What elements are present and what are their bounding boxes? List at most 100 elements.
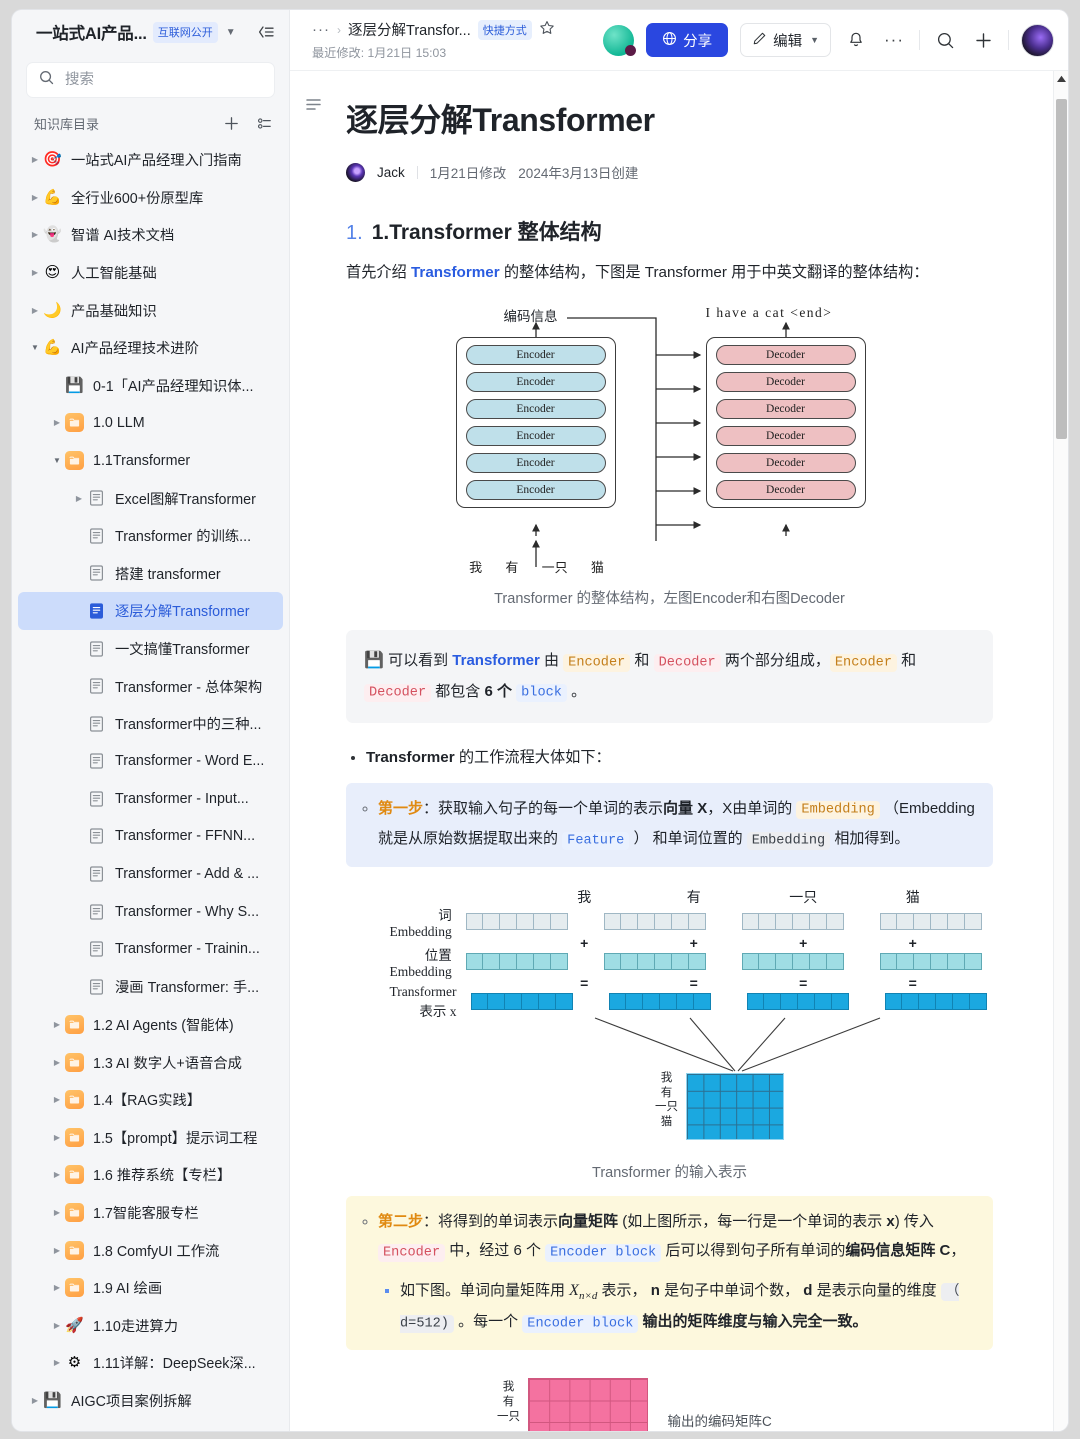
code-encoder-3: Encoder — [378, 1243, 446, 1262]
tree-item[interactable]: ▼1.1Transformer — [18, 442, 283, 480]
document-icon — [86, 488, 107, 509]
chevron-right-icon[interactable]: ▶ — [53, 1245, 61, 1255]
sub-c: 是句子中单词个数， — [659, 1281, 804, 1299]
tree-item[interactable]: Transformer - 总体架构 — [18, 667, 283, 705]
share-button[interactable]: 分享 — [646, 23, 729, 57]
chevron-right-icon[interactable]: ▶ — [53, 1283, 61, 1293]
scroll-up-arrow-icon[interactable] — [1054, 75, 1068, 83]
tree-item[interactable]: Transformer中的三种... — [18, 705, 283, 743]
chevron-right-icon[interactable]: ▶ — [31, 230, 39, 240]
chevron-right-icon[interactable]: ▶ — [31, 305, 39, 315]
edit-button[interactable]: 编辑 ▼ — [740, 23, 831, 57]
tree-item[interactable]: ▶1.4【RAG实践】 — [18, 1081, 283, 1119]
step2-matrix: 向量矩阵 — [558, 1212, 619, 1230]
tree-item[interactable]: Transformer - Add & ... — [18, 855, 283, 893]
tree-item[interactable]: ▼💪AI产品经理技术进阶 — [18, 329, 283, 367]
transformer-link[interactable]: Transformer — [410, 264, 500, 281]
transformer-x-row: Transformer 表示 x — [390, 984, 987, 1019]
operator-symbol: = — [689, 974, 698, 991]
tree-item[interactable]: ▶🎯一站式AI产品经理入门指南 — [18, 141, 283, 179]
tree-item[interactable]: 一文搞懂Transformer — [18, 630, 283, 668]
chevron-right-icon[interactable]: ▶ — [53, 1320, 61, 1330]
callout-transformer: Transformer — [452, 652, 540, 670]
operator-symbol: + — [689, 934, 698, 951]
add-icon[interactable] — [223, 115, 240, 132]
chevron-down-icon[interactable]: ▼ — [31, 343, 39, 353]
favorite-star-icon[interactable] — [539, 20, 555, 40]
tree-item[interactable]: 💾0-1「AI产品经理知识体... — [18, 367, 283, 405]
collapse-sidebar-icon[interactable] — [257, 24, 275, 40]
tree-item[interactable]: Transformer - Input... — [18, 780, 283, 818]
tree-item-label: 1.10走进算力 — [93, 1318, 179, 1335]
tree-item[interactable]: ▶1.0 LLM — [18, 404, 283, 442]
notifications-bell-icon[interactable] — [843, 27, 869, 53]
fig2-connectors — [594, 1017, 880, 1072]
breadcrumb-current[interactable]: 逐层分解Transfor... — [348, 23, 471, 39]
tree-item[interactable]: ▶ 1.3 AI 数字人+语音合成 — [18, 1043, 283, 1081]
chevron-right-icon[interactable]: ▶ — [53, 1132, 61, 1142]
step1-c: ，X由单词的 — [707, 799, 797, 817]
workflow-lead-rest: 的工作流程大体如下： — [454, 749, 611, 767]
input-word: 有 — [505, 560, 519, 576]
chevron-right-icon[interactable]: ▶ — [53, 1170, 61, 1180]
breadcrumb-overflow[interactable]: ··· — [312, 21, 330, 38]
tree-item[interactable]: ▶💪全行业600+份原型库 — [18, 179, 283, 217]
chevron-right-icon[interactable]: ▶ — [31, 268, 39, 278]
user-avatar[interactable] — [1021, 23, 1054, 57]
embedding-vector — [608, 993, 711, 1011]
chevron-right-icon[interactable]: ▶ — [53, 1095, 61, 1105]
tree-item[interactable]: Transformer 的训练... — [18, 517, 283, 555]
tree-item[interactable]: ▶1.9 AI 绘画 — [18, 1269, 283, 1307]
tree-item[interactable]: ▶1.6 推荐系统【专栏】 — [18, 1156, 283, 1194]
scrollbar-thumb[interactable] — [1056, 99, 1067, 439]
tree-item[interactable]: Transformer - Word E... — [18, 743, 283, 781]
outline-toggle-icon[interactable] — [304, 95, 323, 119]
chevron-right-icon[interactable]: ▶ — [31, 192, 39, 202]
tree-item[interactable]: 搭建 transformer — [18, 555, 283, 593]
tree-item[interactable]: Transformer - FFNN... — [18, 818, 283, 856]
tree-item[interactable]: Transformer - Why S... — [18, 893, 283, 931]
workspace-title[interactable]: 一站式AI产品... — [36, 25, 147, 43]
chevron-right-icon[interactable]: ▶ — [53, 1057, 61, 1067]
chevron-right-icon[interactable]: ▶ — [31, 1395, 39, 1405]
tree-item[interactable]: ▶🌙产品基础知识 — [18, 291, 283, 329]
tree-item[interactable]: 漫画 Transformer: 手... — [18, 968, 283, 1006]
search-box[interactable] — [26, 62, 275, 98]
pencil-icon — [752, 31, 767, 50]
tree-item[interactable]: ▶😍人工智能基础 — [18, 254, 283, 292]
chevron-right-icon[interactable]: ▶ — [31, 155, 39, 165]
sort-options-icon[interactable] — [256, 115, 273, 132]
chevron-right-icon[interactable]: ▶ — [53, 1358, 61, 1368]
tree-item[interactable]: ▶Excel图解Transformer — [18, 479, 283, 517]
step2-a: ：将得到的单词表示 — [423, 1212, 559, 1230]
chevron-right-icon[interactable]: ▶ — [53, 1019, 61, 1029]
global-search-icon[interactable] — [932, 27, 958, 53]
tree-item[interactable]: ▶🚀1.10走进算力 — [18, 1306, 283, 1344]
chevron-right-icon[interactable]: ▶ — [75, 493, 83, 503]
tree-item[interactable]: ▶1.7智能客服专栏 — [18, 1194, 283, 1232]
more-options-icon[interactable]: ··· — [884, 30, 904, 49]
document-scrollbar[interactable] — [1053, 71, 1068, 1431]
chevron-right-icon[interactable]: ▶ — [53, 418, 61, 428]
tree-item[interactable]: ▶1.2 AI Agents (智能体) — [18, 1006, 283, 1044]
tree-item[interactable]: Transformer - Trainin... — [18, 930, 283, 968]
chevron-right-icon[interactable]: ▶ — [53, 1207, 61, 1217]
fig2-word: 有 — [686, 888, 701, 905]
chevron-down-icon[interactable]: ▼ — [225, 26, 236, 38]
tree-item-label: 产品基础知识 — [71, 303, 157, 320]
tree-item-label: 1.3 AI 数字人+语音合成 — [93, 1055, 242, 1072]
create-new-icon[interactable] — [970, 27, 996, 53]
tree-item[interactable]: ▶1.8 ComfyUI 工作流 — [18, 1231, 283, 1269]
tree-item[interactable]: ▶1.5【prompt】提示词工程 — [18, 1118, 283, 1156]
tree-item[interactable]: ▶💾AIGC项目案例拆解 — [18, 1382, 283, 1420]
last-modified-text: 最近修改: 1月21日 15:03 — [312, 46, 447, 60]
decoder-block: Decoder — [715, 426, 856, 447]
tree-item-label: 逐层分解Transformer — [115, 604, 250, 621]
presence-avatar[interactable] — [603, 24, 637, 56]
tree-item[interactable]: ▶👻智谱 AI技术文档 — [18, 216, 283, 254]
tree-item[interactable]: ▶⚙1.11详解：DeepSeek深... — [18, 1344, 283, 1382]
tree-item[interactable]: 逐层分解Transformer — [18, 592, 283, 630]
chevron-down-icon[interactable]: ▼ — [53, 456, 61, 466]
search-input[interactable] — [63, 71, 262, 89]
